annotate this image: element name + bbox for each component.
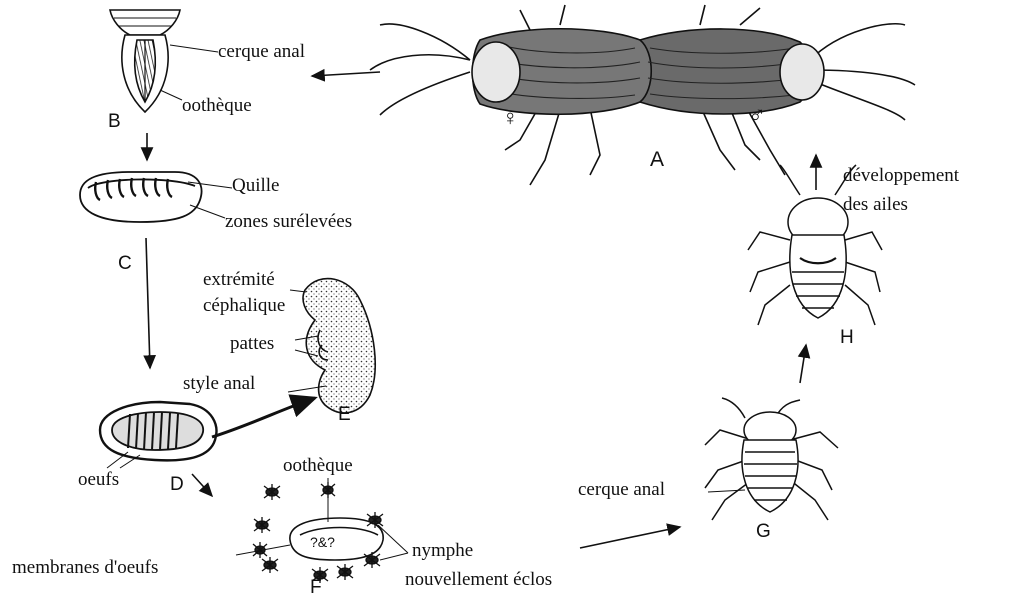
stage-c-ootheca-keel [80,172,202,222]
label-b-ootheque: oothèque [182,96,252,116]
stage-letter-c: C [118,254,132,274]
stage-b-ootheca-female [110,10,180,112]
stage-letter-d: D [170,475,184,495]
label-d-oeufs: oeufs [78,470,119,490]
label-c-quille: Quille [232,176,280,196]
stage-e-embryo [303,279,375,413]
label-g-cerque-anal: cerque anal [578,480,665,500]
label-e-extremite: extrémité [203,270,275,290]
stage-letter-a: A [650,150,664,170]
female-symbol: ♀ [502,108,519,128]
stage-d-eggs [100,402,216,460]
label-f-nouvellement-eclos: nouvellement éclos [405,570,552,590]
male-symbol: ♂ [748,106,766,126]
stage-letter-f: F [310,578,322,598]
label-e-pattes: pattes [230,334,274,354]
label-h-des-ailes: des ailes [843,195,908,215]
label-h-developpement: développement [843,166,959,186]
svg-text:?&?: ?&? [310,534,335,550]
stage-letter-e: E [338,405,351,425]
label-e-style-anal: style anal [183,374,255,394]
label-c-zones: zones surélevées [225,212,352,232]
label-f-membranes: membranes d'oeufs [12,558,158,578]
stage-letter-g: G [756,522,771,542]
label-b-cerque-anal: cerque anal [218,42,305,62]
stage-h-nymph-wing-buds [748,165,882,325]
stage-f-hatching: ?&? [253,482,383,583]
stage-a-mating-adults [370,5,915,185]
label-f-nymphe: nymphe [412,541,473,561]
label-e-cephalique: céphalique [203,296,285,316]
stage-letter-h: H [840,328,854,348]
label-f-ootheque: oothèque [283,456,353,476]
stage-letter-b: B [108,112,121,132]
stage-g-nymph [705,398,838,520]
